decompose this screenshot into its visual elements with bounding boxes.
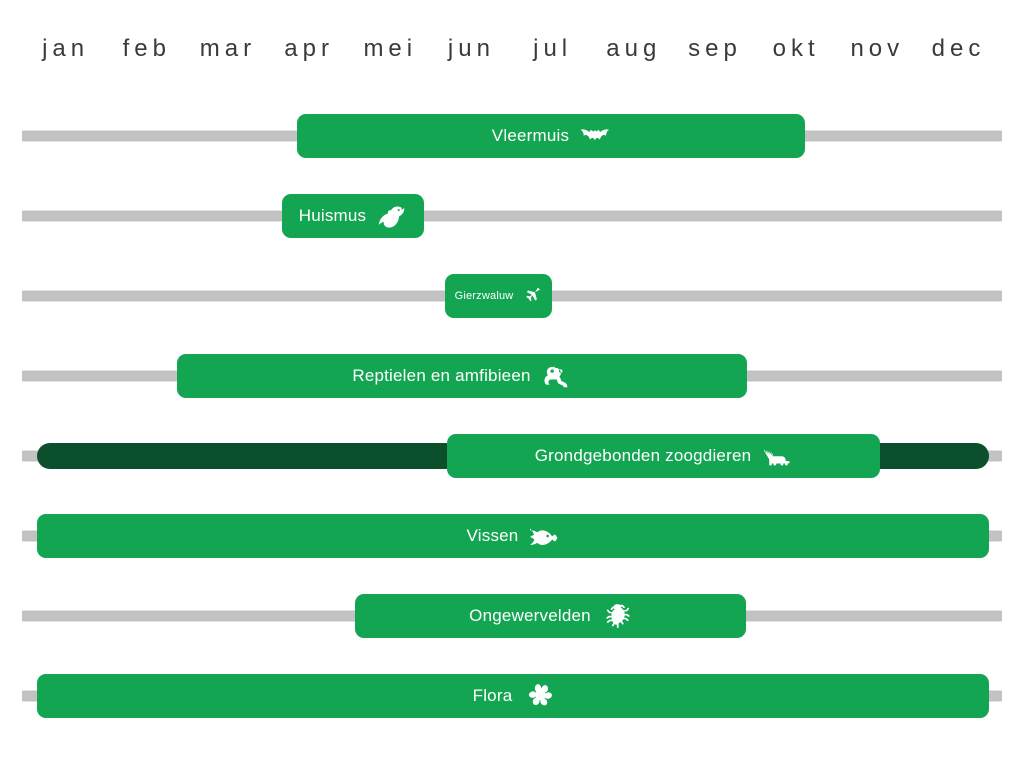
species-row: Vissen <box>0 496 1024 576</box>
month-label-jan: jan <box>42 35 90 62</box>
frog-icon <box>542 363 572 389</box>
bat-icon <box>580 123 610 149</box>
species-row: Vleermuis <box>0 96 1024 176</box>
species-label: Gierzwaluw <box>454 290 514 302</box>
month-label-apr: apr <box>284 35 334 62</box>
species-pill[interactable]: Vleermuis <box>297 114 805 158</box>
species-label: Grondgebonden zoogdieren <box>534 446 752 465</box>
species-row: Gierzwaluw <box>0 256 1024 336</box>
species-row: Huismus <box>0 176 1024 256</box>
month-label-sep: sep <box>688 35 742 62</box>
month-label-mei: mei <box>363 35 418 62</box>
species-label: Reptielen en amfibieen <box>352 366 531 385</box>
flower-icon <box>523 683 553 709</box>
beetle-icon <box>602 603 632 629</box>
species-pill[interactable]: Vissen <box>37 514 989 558</box>
species-pill[interactable]: Ongewervelden <box>355 594 746 638</box>
month-label-nov: nov <box>850 35 905 62</box>
species-row: Ongewervelden <box>0 576 1024 656</box>
month-label-okt: okt <box>772 35 820 62</box>
species-pill[interactable]: Flora <box>37 674 989 718</box>
fish-icon <box>529 523 559 549</box>
species-row: Grondgebonden zoogdieren <box>0 416 1024 496</box>
month-label-aug: aug <box>606 35 662 62</box>
mammal-icon <box>762 443 792 469</box>
bird-icon <box>377 203 407 229</box>
species-label: Huismus <box>298 206 367 225</box>
month-label-feb: feb <box>122 35 171 62</box>
month-label-jul: jul <box>533 35 573 62</box>
species-label: Ongewervelden <box>469 606 591 625</box>
species-pill[interactable]: Gierzwaluw <box>445 274 552 318</box>
swift-icon <box>524 288 542 304</box>
month-label-jun: jun <box>447 35 495 62</box>
species-pill[interactable]: Huismus <box>282 194 424 238</box>
row-track <box>22 210 1002 222</box>
species-pill[interactable]: Grondgebonden zoogdieren <box>447 434 880 478</box>
species-label: Vissen <box>466 526 519 545</box>
species-row: Reptielen en amfibieen <box>0 336 1024 416</box>
species-pill[interactable]: Reptielen en amfibieen <box>177 354 747 398</box>
month-label-mar: mar <box>199 35 257 62</box>
month-label-dec: dec <box>931 35 986 62</box>
species-label: Vleermuis <box>491 126 570 145</box>
species-label: Flora <box>472 686 513 705</box>
species-row: Flora <box>0 656 1024 736</box>
